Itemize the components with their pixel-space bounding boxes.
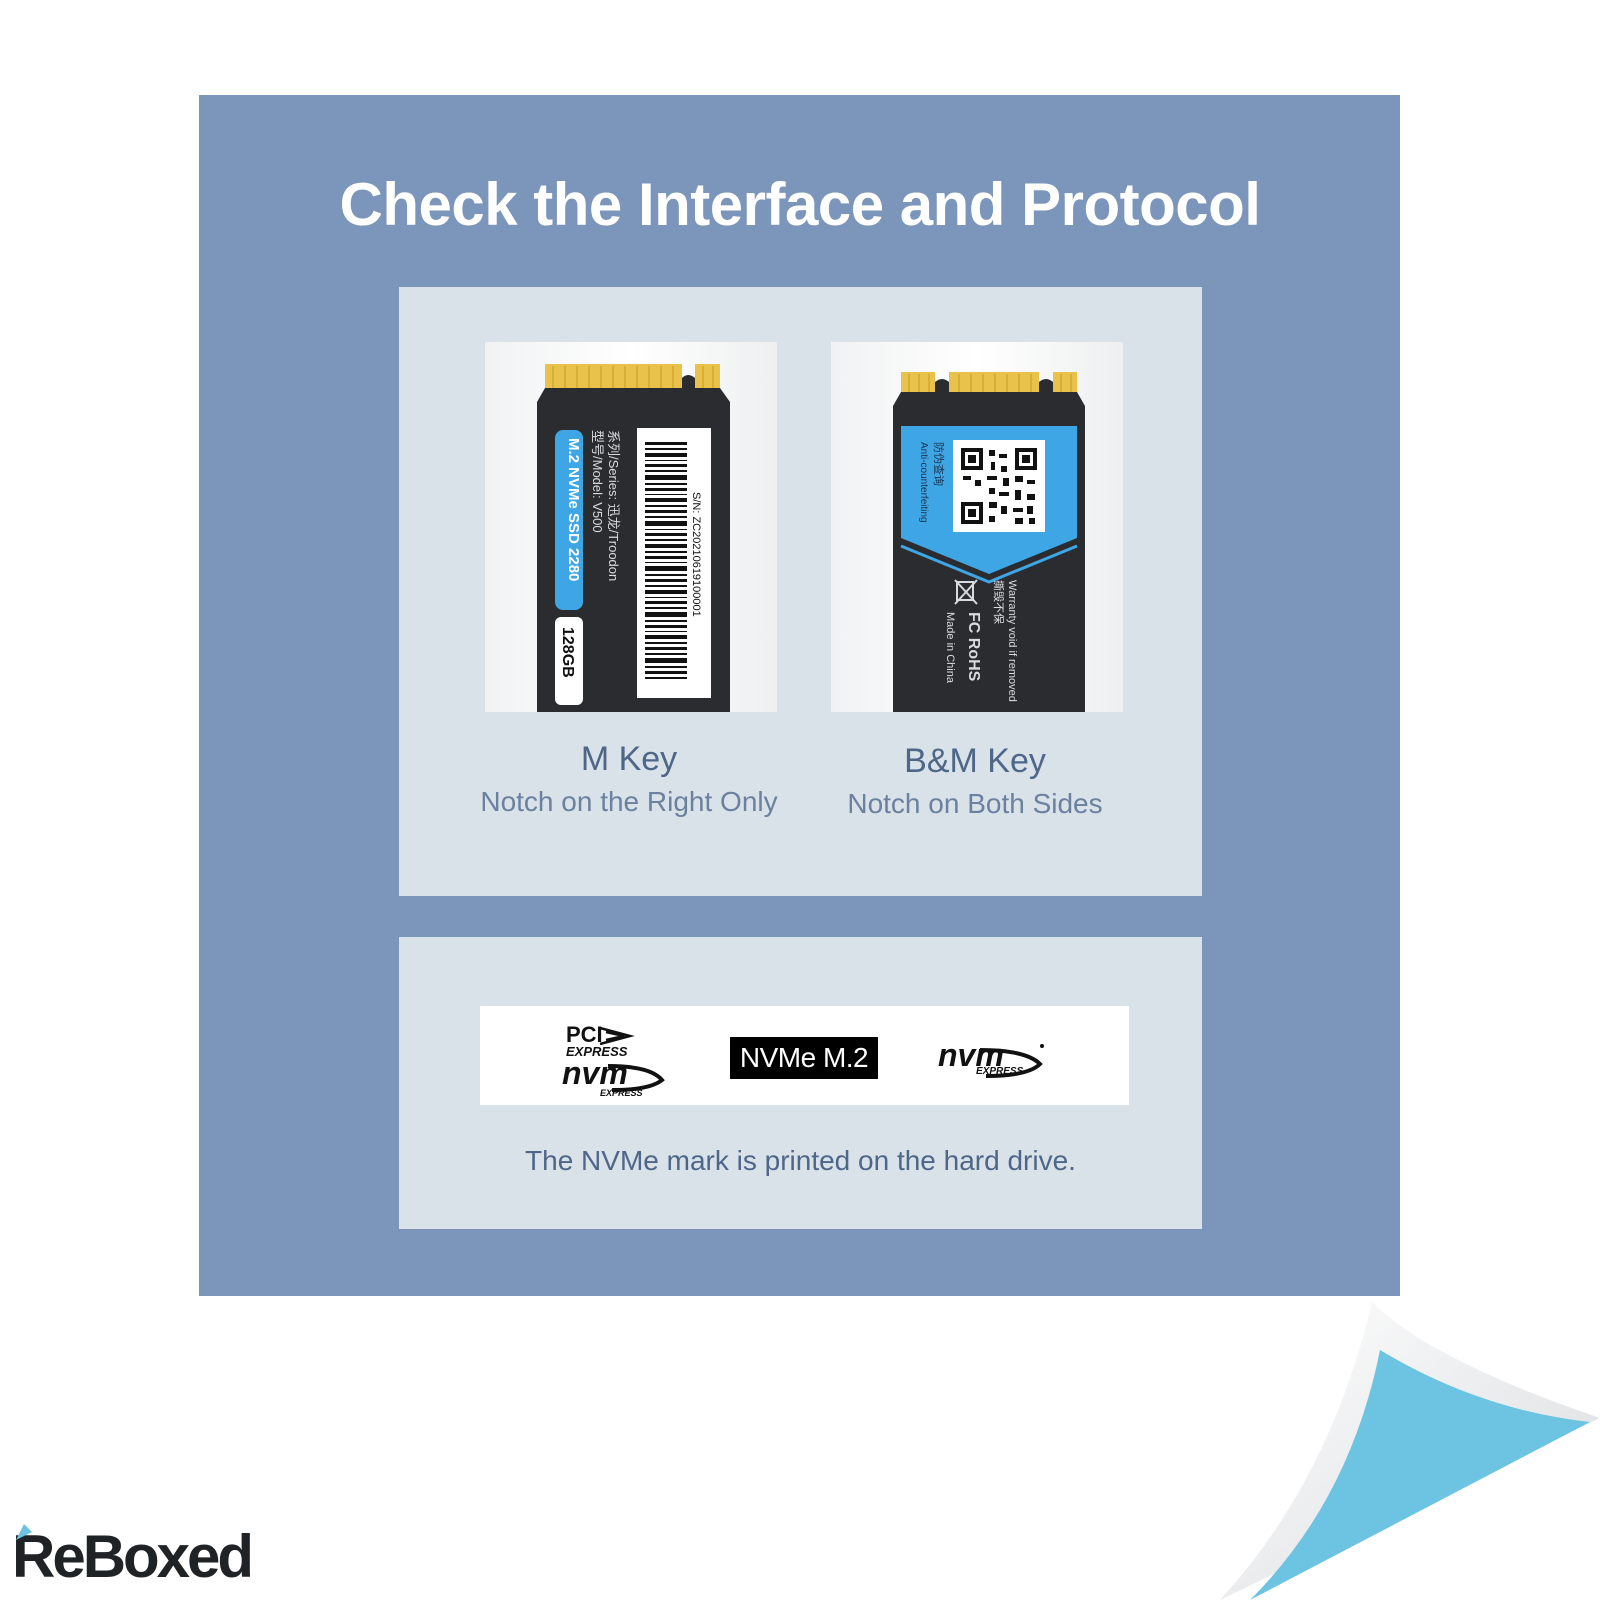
anti-fake-site-text: Anti-counterfeiting bbox=[918, 442, 929, 523]
brand-accent-icon bbox=[16, 1524, 32, 1540]
svg-text:nvm: nvm bbox=[938, 1037, 1004, 1073]
capacity-tag bbox=[555, 617, 583, 705]
protocol-caption: The NVMe mark is printed on the hard dri… bbox=[525, 1145, 1076, 1176]
gold-contacts-right bbox=[1053, 372, 1077, 394]
m-key-ssd-illustration: M.2 NVMe SSD 2280 128GB 型号/Model: V500 系… bbox=[485, 342, 777, 712]
m-key-subtitle: Notch on the Right Only bbox=[480, 786, 778, 817]
made-in-text: Made in China bbox=[944, 612, 956, 684]
bm-key-title: B&M Key bbox=[904, 742, 1046, 780]
bm-key-ssd-illustration: 防伪查询 Anti-counterfeiting Warranty void i… bbox=[831, 342, 1123, 712]
model-strip-text: M.2 NVMe SSD 2280 bbox=[565, 438, 582, 581]
svg-text:PCI: PCI bbox=[566, 1022, 603, 1047]
svg-text:EXPRESS: EXPRESS bbox=[976, 1066, 1024, 1077]
bm-key-subtitle: Notch on Both Sides bbox=[847, 788, 1103, 819]
gold-contacts-left bbox=[901, 372, 935, 394]
protocol-logos: PCI EXPRESS nvm EXPRESS nvm EXPRESS bbox=[562, 1022, 1044, 1098]
nvm-express-logo: nvm EXPRESS bbox=[938, 1037, 1044, 1078]
serial-text: S/N: ZC20210619100001 bbox=[690, 492, 702, 617]
series-text: 系列/Series: 迅龙/Troodon bbox=[606, 430, 621, 581]
pci-express-logo: PCI EXPRESS nvm EXPRESS bbox=[562, 1022, 665, 1098]
recycle-bin-icon bbox=[954, 579, 978, 605]
gold-contacts-right bbox=[695, 364, 720, 390]
brand-logo: ReBoxed bbox=[12, 1523, 254, 1590]
warranty-cn-text: 撕毁不保 bbox=[992, 580, 1006, 624]
svg-text:nvm: nvm bbox=[562, 1055, 628, 1091]
gold-contacts-middle bbox=[949, 372, 1039, 394]
barcode-icon bbox=[645, 442, 687, 679]
anti-fake-text: 防伪查询 bbox=[932, 442, 946, 486]
m-key-title: M Key bbox=[580, 740, 678, 778]
protocol-logos-strip: PCI EXPRESS nvm EXPRESS nvm EXPRESS NVMe… bbox=[480, 1006, 1129, 1105]
model-text: 型号/Model: V500 bbox=[590, 430, 605, 533]
svg-text:EXPRESS: EXPRESS bbox=[600, 1088, 643, 1098]
nvme-m2-badge: NVMe M.2 bbox=[730, 1037, 878, 1079]
certification-text: FC RoHS bbox=[965, 612, 982, 682]
warranty-en-text: Warranty void if removed bbox=[1006, 580, 1018, 702]
model-strip bbox=[555, 430, 583, 610]
page-title: Check the Interface and Protocol bbox=[339, 171, 1261, 238]
svg-text:EXPRESS: EXPRESS bbox=[566, 1044, 628, 1059]
m-key-ssd-photo: M.2 NVMe SSD 2280 128GB 型号/Model: V500 系… bbox=[485, 342, 777, 712]
page-curl-icon bbox=[1220, 1302, 1600, 1600]
capacity-text: 128GB bbox=[559, 627, 576, 678]
bm-key-ssd-photo: 防伪查询 Anti-counterfeiting Warranty void i… bbox=[831, 342, 1123, 712]
